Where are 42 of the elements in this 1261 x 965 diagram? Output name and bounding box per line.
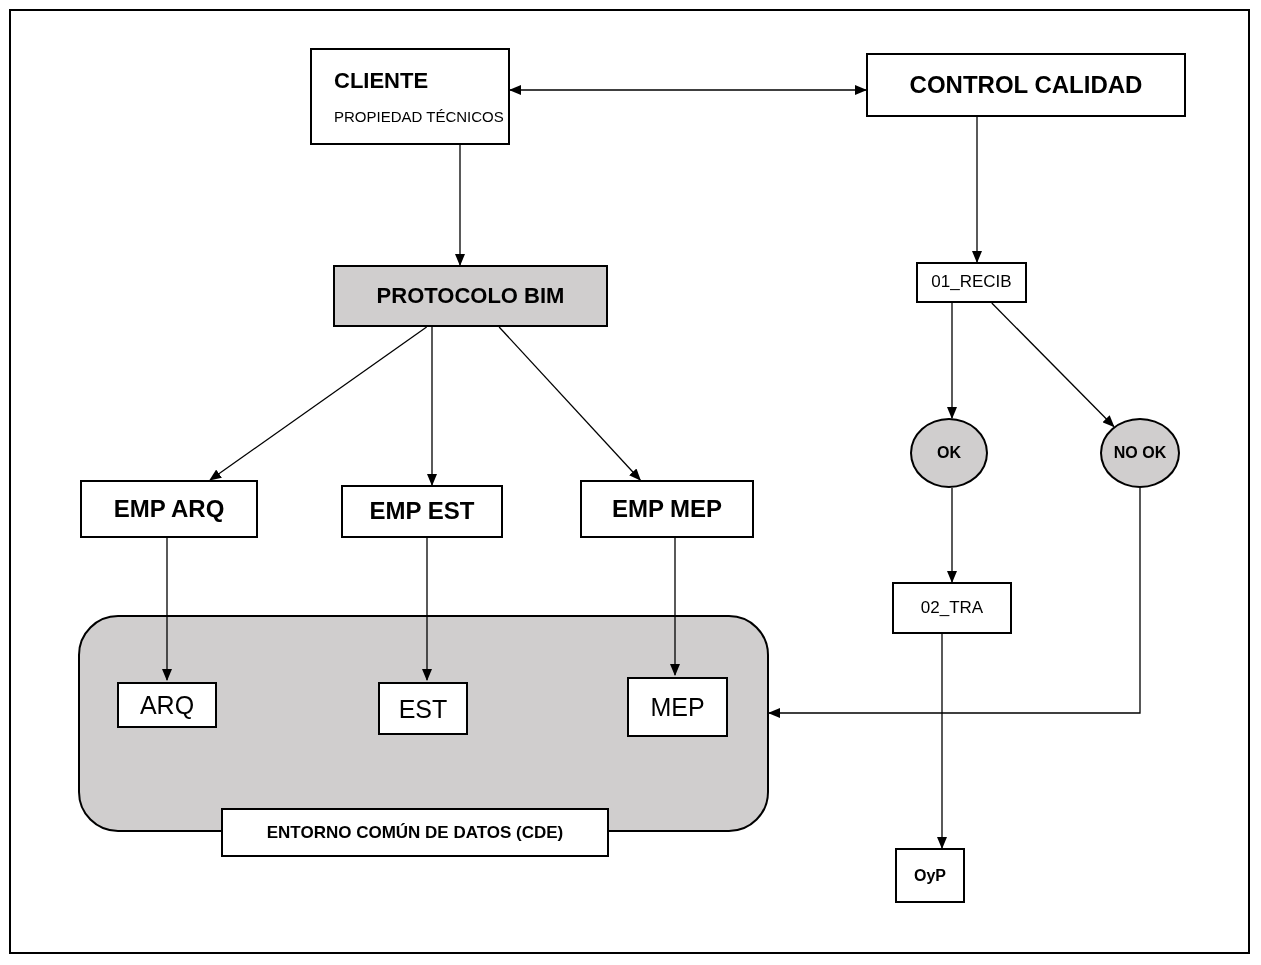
- arrow: [768, 487, 1141, 718]
- process-box: [117, 682, 217, 728]
- arrow: [947, 302, 957, 420]
- process-box: [310, 48, 510, 145]
- arrow: [509, 85, 867, 95]
- process-box: [333, 265, 608, 327]
- node-title: 01_RECIB: [931, 272, 1012, 293]
- node-title: EST: [398, 693, 448, 724]
- panel-title: ENTORNO COMÚN DE DATOS (CDE): [221, 808, 609, 857]
- arrow: [498, 326, 641, 481]
- process-box: [580, 480, 754, 538]
- process-box: [895, 848, 965, 903]
- node-title: EMP EST: [369, 497, 475, 526]
- arrow: [422, 537, 432, 681]
- arrow: [947, 487, 957, 583]
- node-title: NO OK: [1113, 443, 1167, 463]
- arrow: [972, 116, 982, 263]
- node-title: PROTOCOLO BIM: [376, 282, 565, 310]
- node-title: ARQ: [139, 690, 195, 720]
- process-box: [341, 485, 503, 538]
- arrow: [991, 302, 1115, 428]
- process-box: [892, 582, 1012, 634]
- process-box: [866, 53, 1186, 117]
- process-box: [80, 480, 258, 538]
- arrow: [427, 326, 437, 486]
- arrow: [455, 144, 465, 266]
- node-title: 02_TRA: [920, 597, 984, 619]
- node-title: EMP ARQ: [113, 494, 225, 524]
- arrow: [670, 537, 680, 676]
- node-title: CONTROL CALIDAD: [909, 70, 1143, 100]
- process-box: [378, 682, 468, 735]
- arrow: [162, 537, 172, 681]
- process-box: [916, 262, 1027, 303]
- arrow: [937, 633, 947, 849]
- node-title: OyP: [914, 865, 946, 886]
- node-subtitle: PROPIEDAD TÉCNICOS: [334, 108, 504, 126]
- node-title: OK: [937, 443, 961, 463]
- arrow: [209, 326, 428, 481]
- node-title: MEP: [650, 692, 705, 722]
- node-title: EMP MEP: [611, 494, 723, 524]
- process-box: [627, 677, 728, 737]
- node-title: CLIENTE: [334, 67, 429, 95]
